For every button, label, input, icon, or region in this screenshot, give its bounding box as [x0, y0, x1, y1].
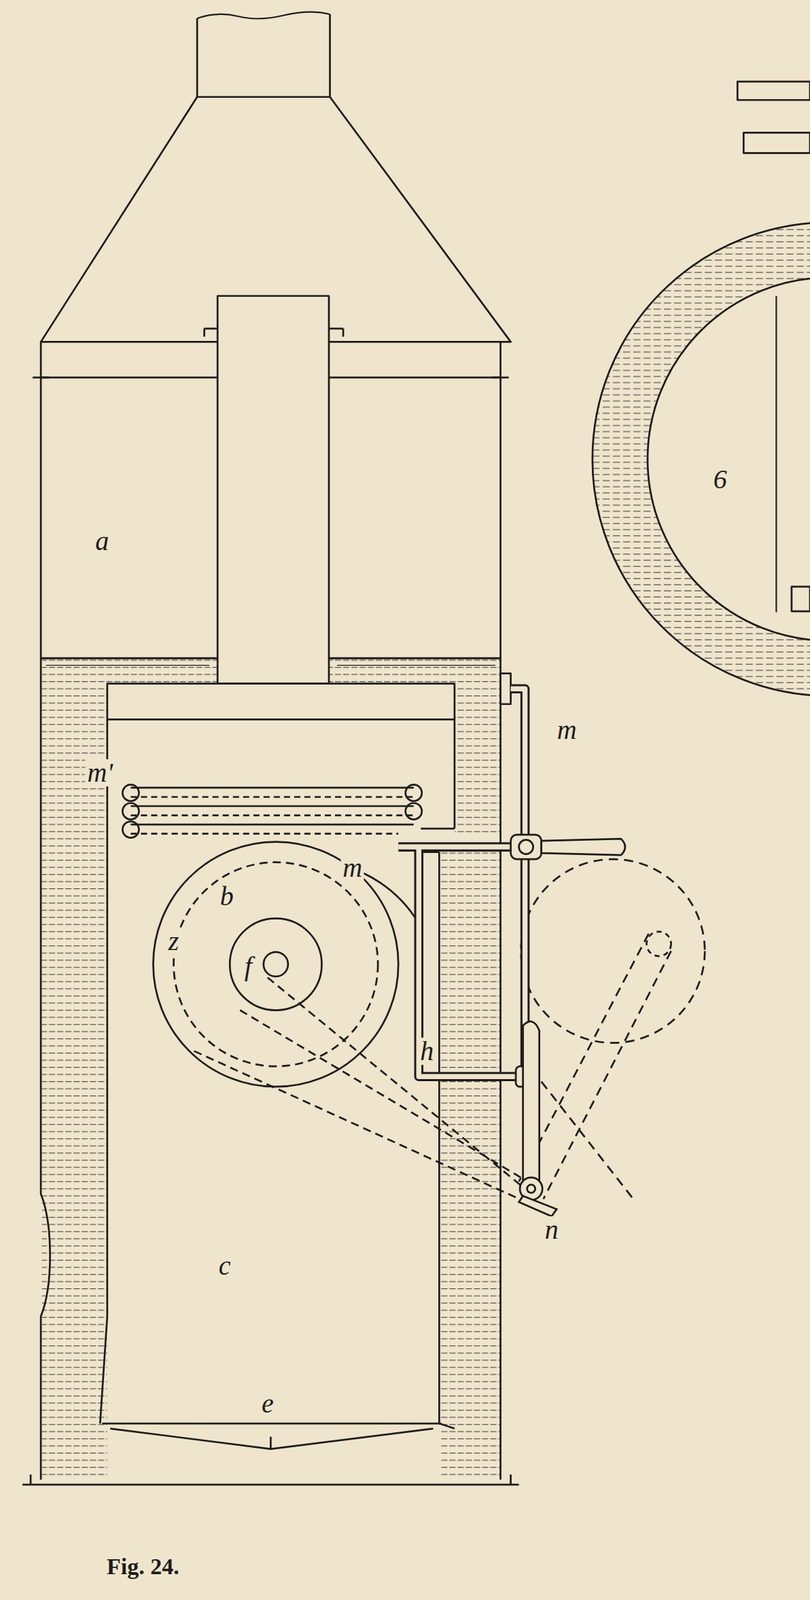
part-label: 6: [711, 466, 730, 494]
part-label: h: [417, 1038, 436, 1066]
part-label: e: [259, 1390, 276, 1419]
figure-caption: Fig. 24.: [106, 1556, 180, 1580]
part-label: m': [85, 759, 115, 787]
part-label: f: [242, 953, 255, 981]
part-label: m: [555, 716, 579, 745]
part-label: z: [166, 928, 182, 956]
part-label: b: [218, 883, 236, 911]
part-label: c: [216, 1253, 234, 1281]
part-label: n: [542, 1217, 561, 1245]
part-label: a: [93, 527, 111, 556]
part-label: m: [340, 854, 365, 883]
